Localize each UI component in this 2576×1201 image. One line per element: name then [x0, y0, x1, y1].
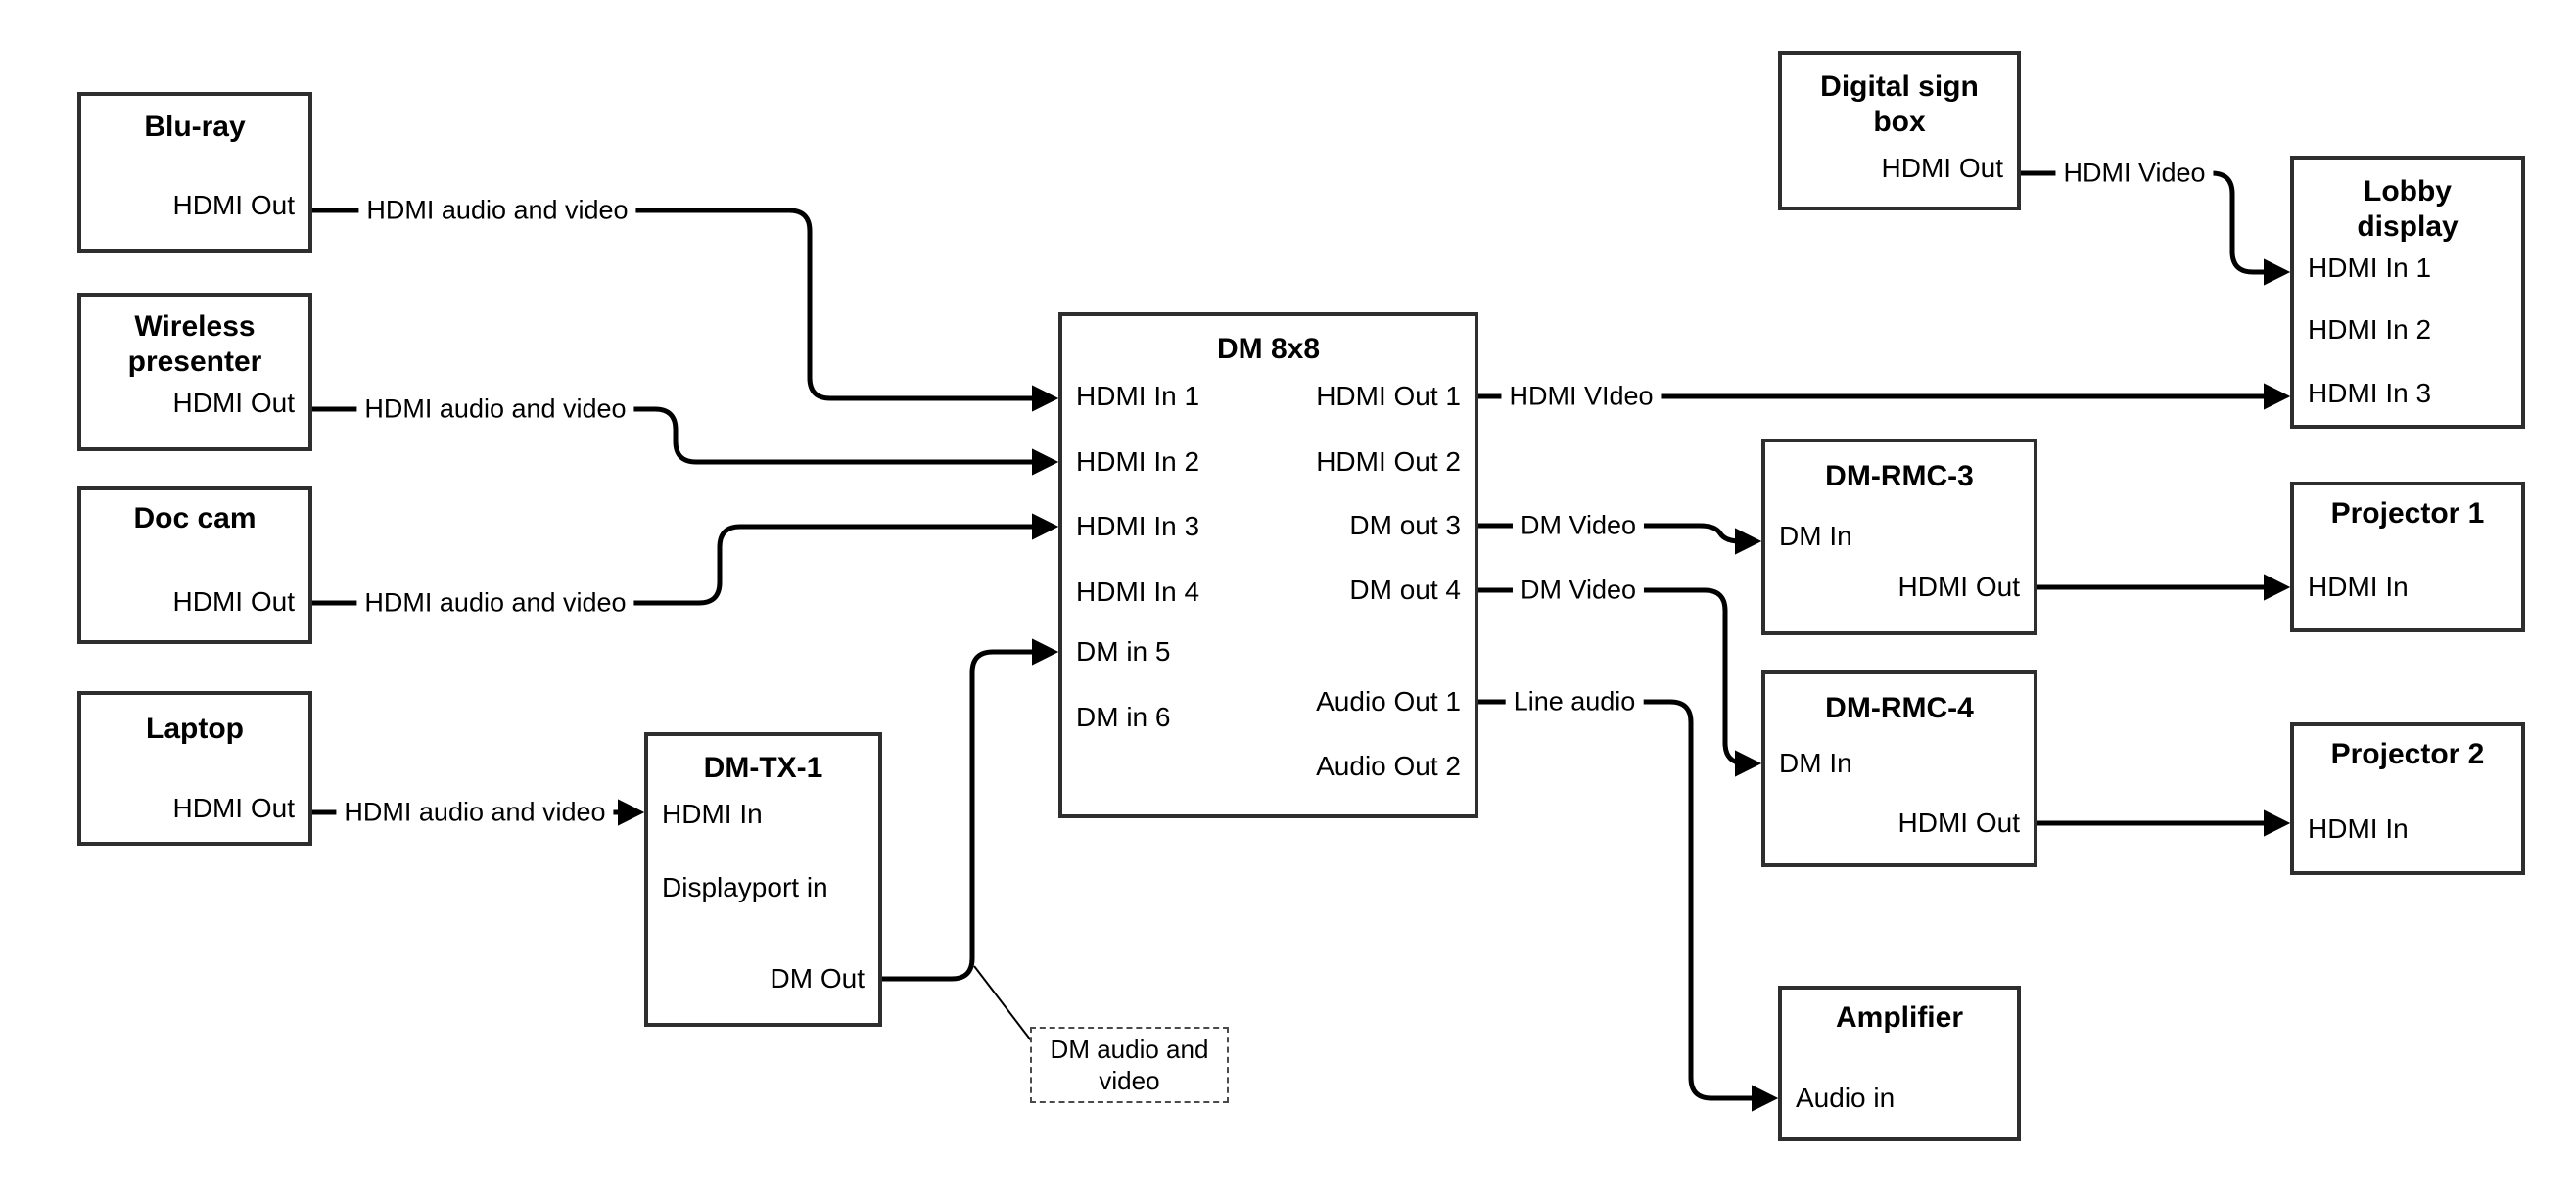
port-hdmi-in-4: HDMI In 4: [1076, 577, 1200, 607]
port-hdmi-in-2: HDMI In 2: [2308, 314, 2432, 345]
port-hdmi-in: HDMI In: [2308, 813, 2409, 844]
port-hdmi-in-2: HDMI In 2: [1076, 446, 1200, 477]
device-box-dm-rmc-4: DM-RMC-4 DM In HDMI Out: [1761, 670, 2037, 867]
port-hdmi-out: HDMI Out: [172, 586, 295, 617]
port-dm-out-3: DM out 3: [1349, 510, 1461, 540]
port-hdmi-in-1: HDMI In 1: [1076, 381, 1200, 411]
device-title: Amplifier: [1835, 1001, 1964, 1034]
port-dm-in: DM In: [1779, 748, 1852, 778]
wire-dm8x8-dm-out-3-to-dmrmc3-dm-in: [1478, 523, 1762, 555]
device-box-projector-2: Projector 2 HDMI In: [2290, 722, 2525, 875]
wire-label-hdmi-audio-video-laptop: HDMI audio and video: [336, 797, 614, 828]
wire-bluray-to-dm8x8-hdmi-in-1: [312, 208, 1059, 412]
port-dm-in-6: DM in 6: [1076, 702, 1171, 732]
device-title: Laptop: [146, 713, 244, 745]
wire-dm8x8-dm-out-4-to-dmrmc4-dm-in: [1478, 587, 1762, 777]
wire-doccam-to-dm8x8-hdmi-in-3: [312, 513, 1059, 606]
port-audio-out-1: Audio Out 1: [1316, 686, 1461, 716]
device-title: DM-TX-1: [703, 752, 823, 784]
port-hdmi-out: HDMI Out: [172, 793, 295, 823]
device-title: Projector 2: [2330, 738, 2485, 770]
port-hdmi-in: HDMI In: [662, 799, 763, 829]
port-hdmi-out: HDMI Out: [172, 388, 295, 418]
device-box-dm-rmc-3: DM-RMC-3 DM In HDMI Out: [1761, 439, 2037, 635]
device-title: DM-RMC-4: [1825, 692, 1974, 724]
wire-label-hdmi-audio-video-doccam: HDMI audio and video: [356, 587, 634, 619]
port-displayport-in: Displayport in: [662, 872, 828, 902]
device-box-dm-tx-1: DM-TX-1 HDMI In Displayport in DM Out: [644, 732, 882, 1027]
wire-label-hdmi-audio-video-bluray: HDMI audio and video: [358, 195, 636, 226]
device-title: Lobby display: [2357, 175, 2459, 243]
port-dm-in-5: DM in 5: [1076, 636, 1171, 667]
port-hdmi-out-1: HDMI Out 1: [1316, 381, 1461, 411]
wire-dm8x8-audio-out-1-to-amplifier-audio-in: [1478, 699, 1779, 1112]
port-hdmi-in-1: HDMI In 1: [2308, 253, 2432, 283]
device-box-digital-sign-box: Digital sign box HDMI Out: [1778, 51, 2021, 210]
port-hdmi-in-3: HDMI In 3: [1076, 511, 1200, 541]
port-hdmi-in-3: HDMI In 3: [2308, 378, 2432, 408]
device-title: Projector 1: [2330, 497, 2485, 530]
port-hdmi-out: HDMI Out: [172, 190, 295, 220]
device-title: Digital sign box: [1820, 70, 1979, 138]
annotation-text: DM audio and video: [1050, 1035, 1209, 1095]
annotation-dm-audio-and-video: DM audio and video: [1030, 1027, 1229, 1103]
wire-label-hdmi-audio-video-wireless: HDMI audio and video: [356, 393, 634, 425]
port-hdmi-out-2: HDMI Out 2: [1316, 446, 1461, 477]
port-hdmi-out: HDMI Out: [1897, 572, 2020, 602]
device-box-projector-1: Projector 1 HDMI In: [2290, 482, 2525, 632]
wire-label-hdmi-video-digital-sign: HDMI Video: [2055, 158, 2214, 189]
wire-label-hdmi-video-out1: HDMI VIdeo: [1501, 381, 1662, 412]
annotation-callout-line: [973, 965, 1032, 1041]
port-hdmi-out: HDMI Out: [1881, 153, 2003, 183]
port-hdmi-in: HDMI In: [2308, 572, 2409, 602]
device-box-wireless-presenter: Wireless presenter HDMI Out: [77, 293, 312, 451]
device-box-lobby-display: Lobby display HDMI In 1 HDMI In 2 HDMI I…: [2290, 156, 2525, 429]
device-box-dm-8x8: DM 8x8 HDMI In 1 HDMI In 2 HDMI In 3 HDM…: [1058, 312, 1478, 818]
wire-dmtx1-to-dm8x8-dm-in-5: [882, 638, 1059, 982]
port-dm-in: DM In: [1779, 521, 1852, 551]
device-box-bluray: Blu-ray HDMI Out: [77, 92, 312, 253]
device-title: DM 8x8: [1216, 333, 1321, 365]
port-dm-out: DM Out: [770, 963, 865, 993]
port-hdmi-out: HDMI Out: [1897, 808, 2020, 838]
device-title: DM-RMC-3: [1825, 460, 1974, 492]
port-audio-in: Audio in: [1796, 1083, 1896, 1113]
device-title: Doc cam: [133, 502, 257, 534]
wire-label-dm-video-out4: DM Video: [1512, 575, 1645, 606]
device-box-laptop: Laptop HDMI Out: [77, 691, 312, 846]
device-box-amplifier: Amplifier Audio in: [1778, 986, 2021, 1141]
wire-digital-sign-to-lobby-hdmi-in-1: [2021, 170, 2291, 286]
wire-label-line-audio: Line audio: [1505, 686, 1644, 717]
port-dm-out-4: DM out 4: [1349, 575, 1461, 605]
port-audio-out-2: Audio Out 2: [1316, 751, 1461, 781]
device-title: Wireless presenter: [127, 310, 262, 378]
wire-label-dm-video-out3: DM Video: [1512, 510, 1645, 541]
device-box-doc-cam: Doc cam HDMI Out: [77, 486, 312, 644]
wire-wireless-to-dm8x8-hdmi-in-2: [312, 406, 1059, 476]
device-title: Blu-ray: [144, 111, 246, 143]
